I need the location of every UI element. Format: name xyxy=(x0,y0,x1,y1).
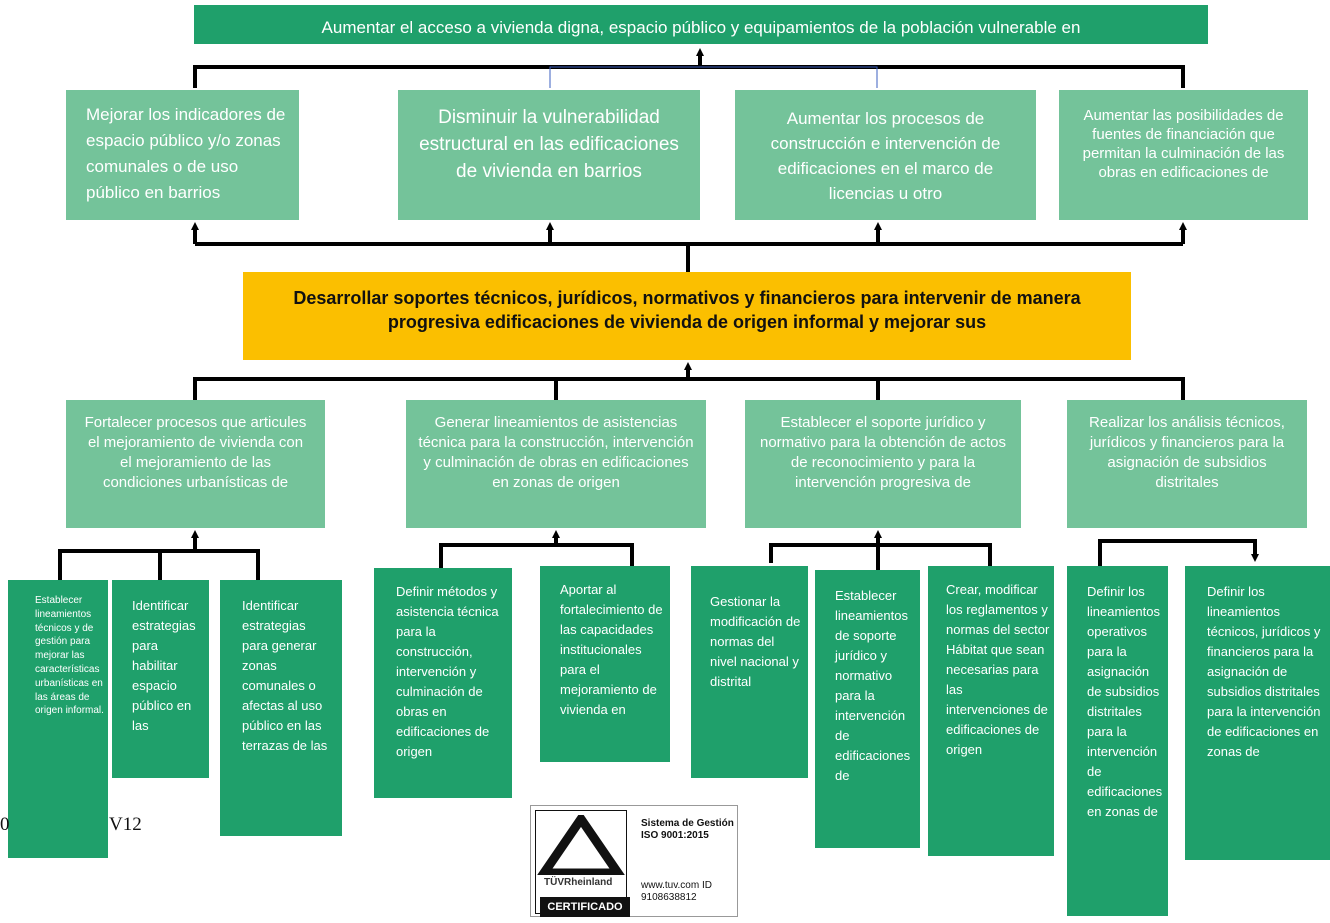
activity-text-10: Definir los lineamientos técnicos, juríd… xyxy=(1207,584,1321,759)
purpose-box-2: Disminuir la vulnerabilidad estructural … xyxy=(398,90,700,220)
component-box-3: Establecer el soporte jurídico y normati… xyxy=(745,400,1021,528)
activity-text-2: Identificar estrategias para habilitar e… xyxy=(132,598,196,733)
certified-badge: CERTIFICADO xyxy=(540,897,630,917)
activity-text-3: Identificar estrategias para generar zon… xyxy=(242,598,328,753)
component-box-2: Generar lineamientos de asistencias técn… xyxy=(406,400,706,528)
component-text-3: Establecer el soporte jurídico y normati… xyxy=(760,414,1006,491)
activity-box-3: Identificar estrategias para generar zon… xyxy=(220,580,342,836)
stray-text-right: V12 xyxy=(109,814,142,835)
tuv-logo: TÜVRheinland CERTIFICADO xyxy=(535,810,630,917)
activity-text-1: Establecer lineamientos técnicos y de ge… xyxy=(35,595,104,717)
purpose-text-4: Aumentar las posibilidades de fuentes de… xyxy=(1082,107,1285,181)
purpose-text-2: Disminuir la vulnerabilidad estructural … xyxy=(419,107,679,182)
component-box-1: Fortalecer procesos que articules el mej… xyxy=(66,400,325,528)
component-text-1: Fortalecer procesos que articules el mej… xyxy=(84,414,307,491)
purpose-box-4: Aumentar las posibilidades de fuentes de… xyxy=(1059,90,1308,220)
purpose-text-3: Aumentar los procesos de construcción e … xyxy=(770,109,1001,203)
purpose-text-1: Mejorar los indicadores de espacio públi… xyxy=(86,105,286,202)
activity-text-8: Crear, modificar los reglamentos y norma… xyxy=(946,582,1050,757)
stray-text-left: 0 xyxy=(0,814,10,835)
tuv-brand-text: TÜVRheinland xyxy=(544,877,613,888)
certification-url: www.tuv.com xyxy=(641,880,700,891)
certification-logo: TÜVRheinland CERTIFICADO Sistema de Gest… xyxy=(530,805,738,917)
purpose-box-1: Mejorar los indicadores de espacio públi… xyxy=(66,90,299,220)
activity-box-1: Establecer lineamientos técnicos y de ge… xyxy=(8,580,108,858)
activity-box-2: Identificar estrategias para habilitar e… xyxy=(112,580,209,778)
activity-box-8: Crear, modificar los reglamentos y norma… xyxy=(928,566,1054,856)
triangle-icon xyxy=(537,815,625,875)
top-goal-text: Aumentar el acceso a vivienda digna, esp… xyxy=(321,18,1081,37)
activity-text-6: Gestionar la modificación de normas del … xyxy=(710,594,801,689)
activity-box-4: Definir métodos y asistencia técnica par… xyxy=(374,568,512,798)
activity-box-10: Definir los lineamientos técnicos, juríd… xyxy=(1185,566,1330,860)
central-objective-box: Desarrollar soportes técnicos, jurídicos… xyxy=(243,272,1131,360)
certification-contact: www.tuv.com ID 9108638812 xyxy=(641,880,735,904)
activity-box-9: Definir los lineamientos operativos para… xyxy=(1067,566,1168,916)
central-objective-text: Desarrollar soportes técnicos, jurídicos… xyxy=(293,288,1081,332)
activity-box-6: Gestionar la modificación de normas del … xyxy=(691,566,808,778)
activity-text-5: Aportar al fortalecimiento de las capaci… xyxy=(560,582,663,717)
component-box-4: Realizar los análisis técnicos, jurídico… xyxy=(1067,400,1307,528)
activity-text-4: Definir métodos y asistencia técnica par… xyxy=(396,584,499,759)
purpose-box-3: Aumentar los procesos de construcción e … xyxy=(735,90,1036,220)
activity-text-7: Establecer lineamientos de soporte juríd… xyxy=(835,588,911,783)
component-text-4: Realizar los análisis técnicos, jurídico… xyxy=(1089,414,1285,491)
component-text-2: Generar lineamientos de asistencias técn… xyxy=(418,414,694,491)
certification-id: ID 9108638812 xyxy=(641,880,712,903)
activity-box-5: Aportar al fortalecimiento de las capaci… xyxy=(540,566,670,762)
activity-text-9: Definir los lineamientos operativos para… xyxy=(1087,584,1163,819)
activity-box-7: Establecer lineamientos de soporte juríd… xyxy=(815,570,920,848)
top-goal-box: Aumentar el acceso a vivienda digna, esp… xyxy=(194,5,1208,44)
certification-system-text: Sistema de Gestión ISO 9001:2015 xyxy=(641,818,734,841)
